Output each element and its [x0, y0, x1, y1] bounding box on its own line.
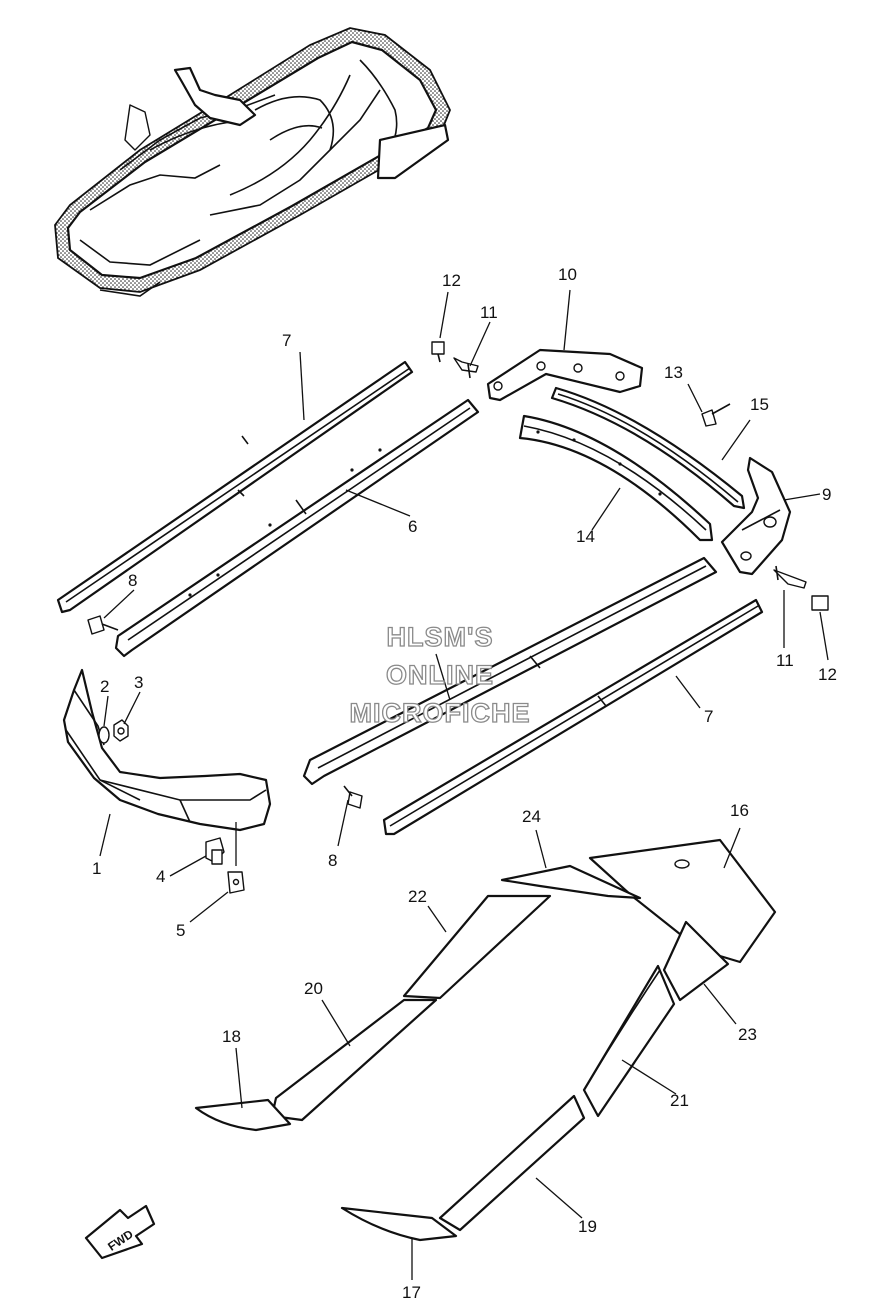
callout-2: 2 [100, 677, 109, 696]
callout-8-right: 8 [328, 851, 337, 870]
callout-12-top: 12 [442, 271, 461, 290]
callout-18: 18 [222, 1027, 241, 1046]
part-11-pin-top[interactable] [453, 357, 479, 379]
callout-1: 1 [92, 859, 101, 878]
callout-7-upper: 7 [282, 331, 291, 350]
part-11-pin-right[interactable] [773, 565, 807, 589]
callout-9: 9 [822, 485, 831, 504]
part-8-screw-right[interactable] [343, 785, 363, 809]
watermark-line-3: MICROFICHE [350, 698, 531, 728]
callout-17: 17 [402, 1283, 421, 1302]
callout-8-left: 8 [128, 571, 137, 590]
callout-14: 14 [576, 527, 595, 546]
part-24-mat[interactable] [500, 864, 642, 900]
part-lower-channel[interactable] [302, 556, 718, 786]
callout-24: 24 [522, 807, 541, 826]
callout-11-right: 11 [776, 651, 794, 670]
callout-12-right: 12 [818, 665, 837, 684]
part-18-mat[interactable] [194, 1098, 292, 1132]
part-20-mat[interactable] [270, 998, 438, 1122]
callout-21: 21 [670, 1091, 689, 1110]
callout-6: 6 [408, 517, 417, 536]
callout-4: 4 [156, 867, 165, 886]
callout-13: 13 [664, 363, 683, 382]
part-8-screw-left[interactable] [87, 615, 119, 635]
watermark: HLSM'S ONLINE MICROFICHE [349, 621, 531, 728]
part-9-rear-corner[interactable] [720, 456, 792, 576]
part-21-mat[interactable] [582, 964, 676, 1118]
leader-lines [99, 289, 829, 1280]
part-23-mat[interactable] [662, 920, 730, 1002]
part-12-rivet-top[interactable] [431, 341, 445, 363]
part-14-curved-channel[interactable] [518, 414, 714, 542]
part-1-bumper[interactable] [62, 668, 272, 832]
part-4-bolt[interactable] [205, 837, 225, 865]
callout-23: 23 [738, 1025, 757, 1044]
part-7-lower-rail[interactable] [382, 598, 764, 836]
watermark-line-2: ONLINE [386, 660, 494, 690]
callout-16: 16 [730, 801, 749, 820]
part-7-upper-rail[interactable] [56, 360, 414, 614]
part-22-mat[interactable] [402, 894, 552, 1000]
part-2-washer[interactable] [98, 726, 110, 744]
part-12-rivet-right[interactable] [811, 595, 829, 611]
callout-22: 22 [408, 887, 427, 906]
part-3-nut[interactable] [113, 719, 129, 742]
part-6-upper-channel[interactable] [114, 398, 480, 658]
part-5-clip[interactable] [227, 822, 245, 894]
part-17-mat[interactable] [340, 1206, 458, 1242]
part-15-curved-rail[interactable] [550, 386, 746, 510]
callout-5: 5 [176, 921, 185, 940]
callout-7-lower: 7 [704, 707, 713, 726]
fwd-arrow-icon: FWD [84, 1204, 156, 1260]
watermark-line-1: HLSM'S [387, 622, 494, 652]
part-13-screw[interactable] [701, 403, 731, 427]
callout-20: 20 [304, 979, 323, 998]
part-10-bracket[interactable] [486, 348, 644, 402]
callout-10: 10 [558, 265, 577, 284]
callout-19: 19 [578, 1217, 597, 1236]
callout-11-top: 11 [480, 303, 498, 322]
watercraft-overview [54, 27, 451, 297]
callout-3: 3 [134, 673, 143, 692]
part-19-mat[interactable] [438, 1094, 586, 1232]
callout-15: 15 [750, 395, 769, 414]
callouts: 7 12 11 10 13 15 9 6 14 8 2 3 1 4 5 8 7 … [92, 265, 837, 1302]
